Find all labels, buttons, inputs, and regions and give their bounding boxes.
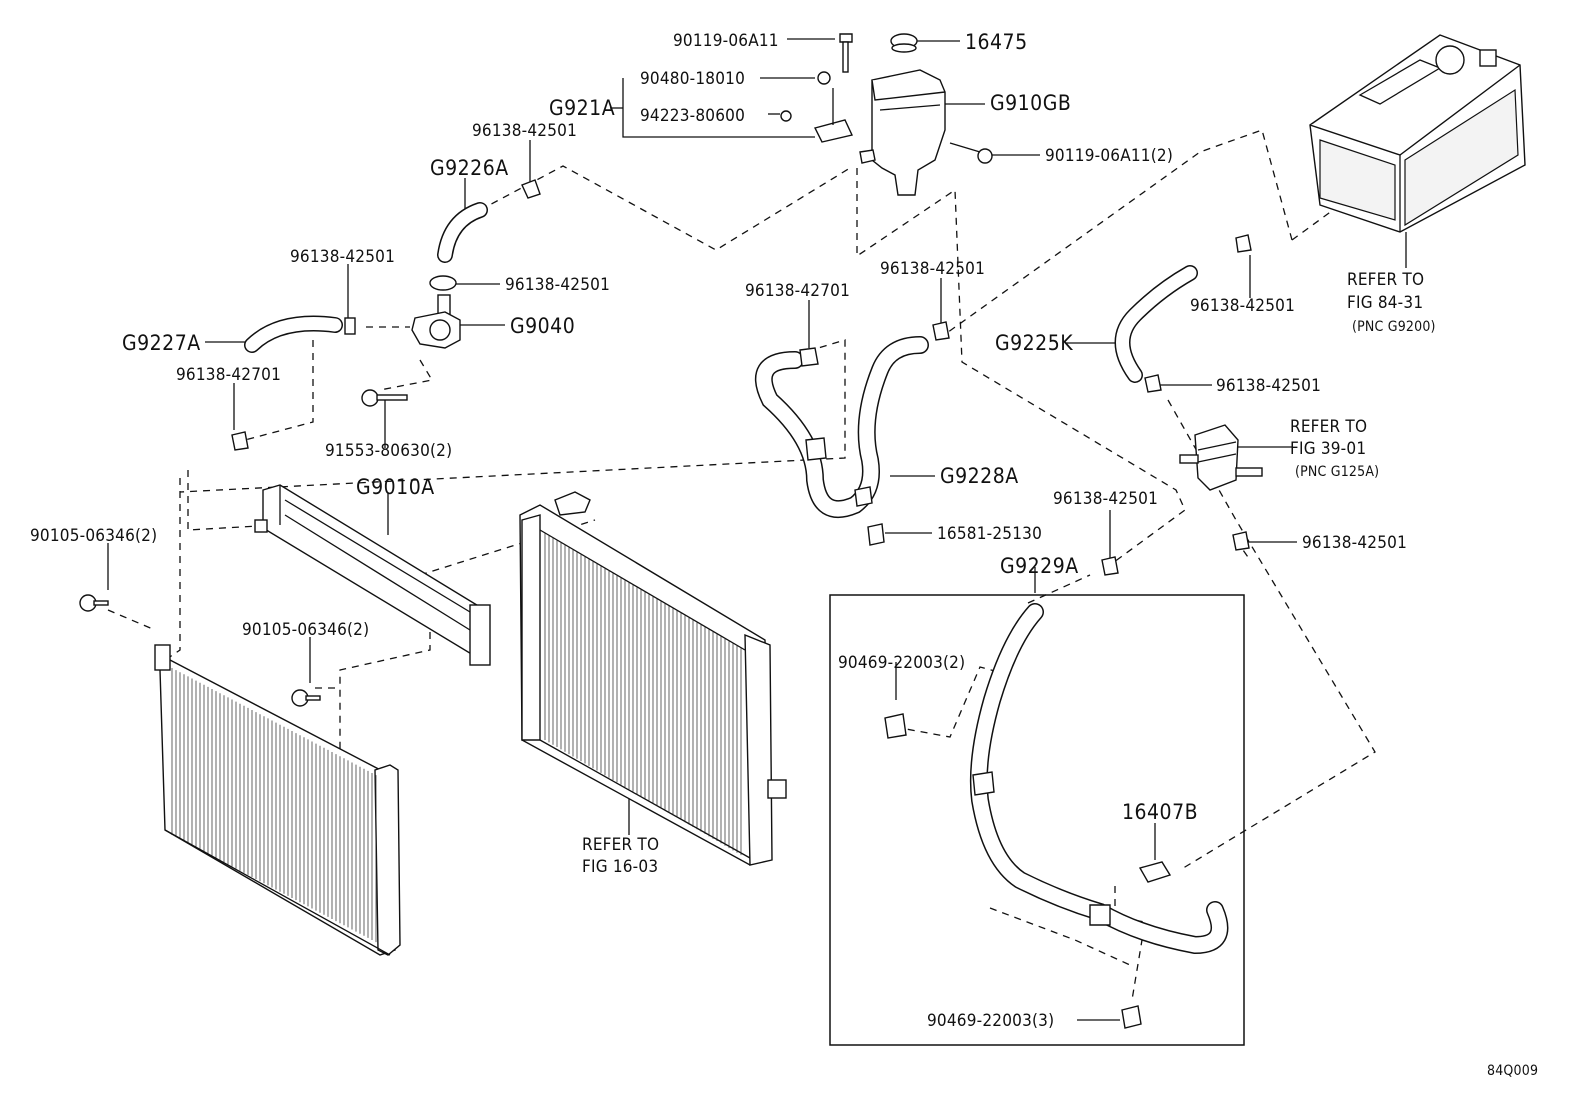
clamp-96138-42701-left[interactable] [231,431,249,451]
clamp-96138-42501-right[interactable] [1232,531,1250,551]
nut-90480-18010[interactable] [817,71,831,85]
label-96138-42501-d[interactable]: 96138-42501 [880,259,985,279]
label-g9040[interactable]: G9040 [510,314,575,338]
clamp-96138-42701-mid[interactable] [799,347,819,367]
label-g9226a[interactable]: G9226A [430,156,509,180]
leader-lines [107,38,1407,1021]
label-refer-to-16[interactable]: REFER TO [582,835,659,855]
label-90469-22003-3[interactable]: 90469-22003(3) [927,1011,1054,1031]
cap-16475[interactable] [890,33,918,53]
radiator-main [519,491,787,866]
label-90119-06A11[interactable]: 90119-06A11 [673,31,779,51]
label-90480-18010[interactable]: 90480-18010 [640,69,745,89]
label-90105-06346-2-a[interactable]: 90105-06346(2) [30,526,157,546]
g9229a-group-box [829,594,1245,1046]
label-fig-39-01[interactable]: FIG 39-01 [1290,439,1366,459]
label-96138-42501-b[interactable]: 96138-42501 [290,247,395,267]
radiator-fins [544,533,742,856]
label-refer-to-84[interactable]: REFER TO [1347,270,1424,290]
label-96138-42501-e[interactable]: 96138-42501 [1190,296,1295,316]
label-pnc-g125a: (PNC G125A) [1295,464,1379,480]
water-pump-g9040[interactable] [411,294,461,349]
part-labels: 90119-06A11 16475 90480-18010 G921A 9422… [30,30,1538,1079]
label-g9229a[interactable]: G9229A [1000,554,1079,578]
reservoir-tank-g910gb[interactable] [859,69,946,196]
label-96138-42501-a[interactable]: 96138-42501 [472,121,577,141]
clamp-96138-42501-g9229a[interactable] [1101,556,1119,576]
sensor-16581-25130[interactable] [867,523,885,546]
label-94223-80600[interactable]: 94223-80600 [640,106,745,126]
hose-g9228a[interactable] [754,336,929,518]
label-16407b[interactable]: 16407B [1122,800,1198,824]
label-16581-25130[interactable]: 16581-25130 [937,524,1042,544]
label-96138-42501-h[interactable]: 96138-42501 [1053,489,1158,509]
bracket-g921a[interactable] [813,88,853,143]
clamp-96138-42501-mid[interactable] [932,321,950,341]
bolt-90119-06A11[interactable] [839,33,853,73]
label-g9227a[interactable]: G9227A [122,331,201,355]
clamp-g9227a-end[interactable] [344,317,356,335]
clamp-g9225k-bottom[interactable] [1144,374,1162,393]
label-96138-42701-a[interactable]: 96138-42701 [176,365,281,385]
dashed-routing-lines [107,129,1376,1001]
clamp-90469-22003-3[interactable] [1121,1005,1142,1029]
bolt-90105-06346-b[interactable] [291,689,321,707]
oil-cooler-assembly [1179,424,1263,491]
intercooler-g9010a[interactable] [254,484,491,666]
bolt-90119-06A11-2[interactable] [949,142,993,164]
clamp-90469-22003-2[interactable] [884,713,907,739]
hose-g9229a[interactable] [969,603,1229,955]
clamp-g9225k-top[interactable] [1235,234,1252,253]
label-91553-80630-2[interactable]: 91553-80630(2) [325,441,452,461]
nut-94223-80600[interactable] [780,110,792,122]
clamp-top-g9226a[interactable] [521,179,541,199]
label-g9010a[interactable]: G9010A [356,475,435,499]
label-16475[interactable]: 16475 [965,30,1028,54]
condenser-left [154,644,401,956]
label-96138-42501-g[interactable]: 96138-42501 [1302,533,1407,553]
label-96138-42701-b[interactable]: 96138-42701 [745,281,850,301]
label-refer-to-39[interactable]: REFER TO [1290,417,1367,437]
label-pnc-g9200: (PNC G9200) [1352,319,1436,335]
connector-16407b[interactable] [1138,861,1172,883]
label-90119-06A11-2[interactable]: 90119-06A11(2) [1045,146,1173,166]
diagram-code: 84Q009 [1487,1063,1538,1079]
label-90469-22003-2[interactable]: 90469-22003(2) [838,653,965,673]
hose-g9225k[interactable] [1114,265,1198,383]
label-fig-16-03[interactable]: FIG 16-03 [582,857,658,877]
clamp-ring-96138-42501[interactable] [429,275,457,291]
bolt-91553-80630[interactable] [361,389,408,407]
hose-g9226a[interactable] [437,202,488,263]
label-fig-84-31[interactable]: FIG 84-31 [1347,293,1423,313]
label-g921a[interactable]: G921A [549,96,615,120]
label-90105-06346-2-b[interactable]: 90105-06346(2) [242,620,369,640]
label-g9228a[interactable]: G9228A [940,464,1019,488]
label-96138-42501-f[interactable]: 96138-42501 [1216,376,1321,396]
bolt-90105-06346-a[interactable] [79,594,109,612]
hose-g9227a[interactable] [244,315,343,353]
label-96138-42501-c[interactable]: 96138-42501 [505,275,610,295]
label-g910gb[interactable]: G910GB [990,91,1071,115]
label-g9225k[interactable]: G9225K [995,331,1073,355]
inverter-assembly [1309,34,1526,233]
condenser-fins [171,668,377,943]
